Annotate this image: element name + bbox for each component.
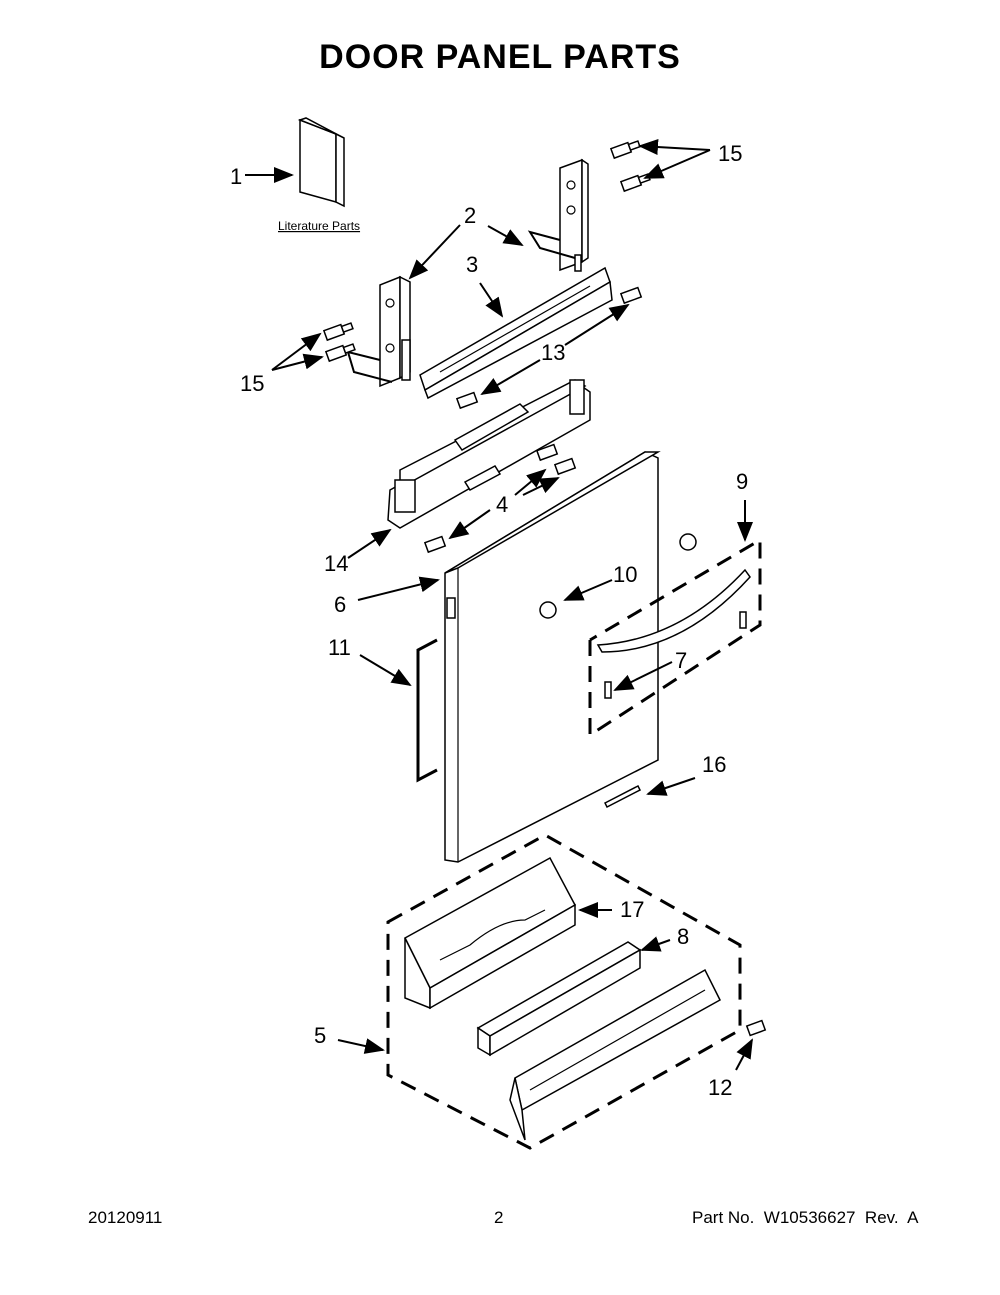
callout-17: 17	[620, 897, 644, 922]
control-console-part	[387, 379, 591, 529]
callout-11: 11	[328, 635, 351, 660]
callout-9: 9	[736, 469, 748, 494]
door-panel-part	[444, 451, 661, 863]
footer-date: 20120911	[88, 1208, 163, 1227]
right-hinge-bracket-part	[527, 158, 589, 272]
pin-7-a	[604, 681, 612, 699]
foam-insulation-part	[404, 856, 577, 1010]
pin-7-b	[739, 611, 747, 629]
top-channel-part	[419, 266, 613, 400]
screw-15-d	[324, 343, 356, 363]
screw-15-a	[609, 140, 641, 160]
footer-page-number: 2	[494, 1208, 504, 1227]
callout-14: 14	[324, 551, 348, 576]
callout-12: 12	[708, 1075, 732, 1100]
callout-13: 13	[541, 340, 565, 365]
callout-15-left: 15	[240, 371, 264, 396]
screw-4-a	[535, 443, 559, 462]
door-handle-part	[596, 568, 751, 653]
callout-16: 16	[702, 752, 726, 777]
leader-lines	[245, 139, 753, 1071]
toe-panel-part	[509, 968, 721, 1141]
page-title: DOOR PANEL PARTS	[319, 38, 681, 76]
screw-15-b	[619, 173, 651, 193]
callout-3: 3	[466, 252, 478, 277]
callout-numbers: 1 2 3 4 5 6 7 8 9 10 11 12 13 14 15 15 1…	[230, 141, 748, 1100]
door-gasket-part	[416, 638, 438, 783]
callout-6: 6	[334, 592, 346, 617]
bumper-10-b	[539, 601, 557, 619]
screws-group	[322, 140, 747, 699]
callout-7: 7	[675, 648, 687, 673]
toe-panel-screw-part	[745, 1019, 767, 1037]
left-hinge-bracket-part	[346, 275, 411, 388]
callout-4: 4	[496, 492, 508, 517]
screw-15-c	[322, 322, 354, 342]
bumper-10-a	[679, 533, 697, 551]
footer-part-number: Part No. W10536627 Rev. A	[692, 1208, 919, 1227]
callout-1: 1	[230, 164, 242, 189]
callout-15-top: 15	[718, 141, 742, 166]
screw-4-c	[423, 535, 447, 554]
literature-parts-label: Literature Parts	[278, 219, 360, 233]
callout-5: 5	[314, 1023, 326, 1048]
literature-book-part	[297, 117, 345, 208]
screw-13-a	[619, 286, 643, 305]
callout-2: 2	[464, 203, 476, 228]
foam-strip-part	[476, 941, 642, 1057]
callout-10: 10	[613, 562, 637, 587]
callout-8: 8	[677, 924, 689, 949]
screw-13-b	[455, 391, 479, 410]
screw-4-b	[553, 457, 577, 476]
badge-part	[603, 784, 642, 809]
